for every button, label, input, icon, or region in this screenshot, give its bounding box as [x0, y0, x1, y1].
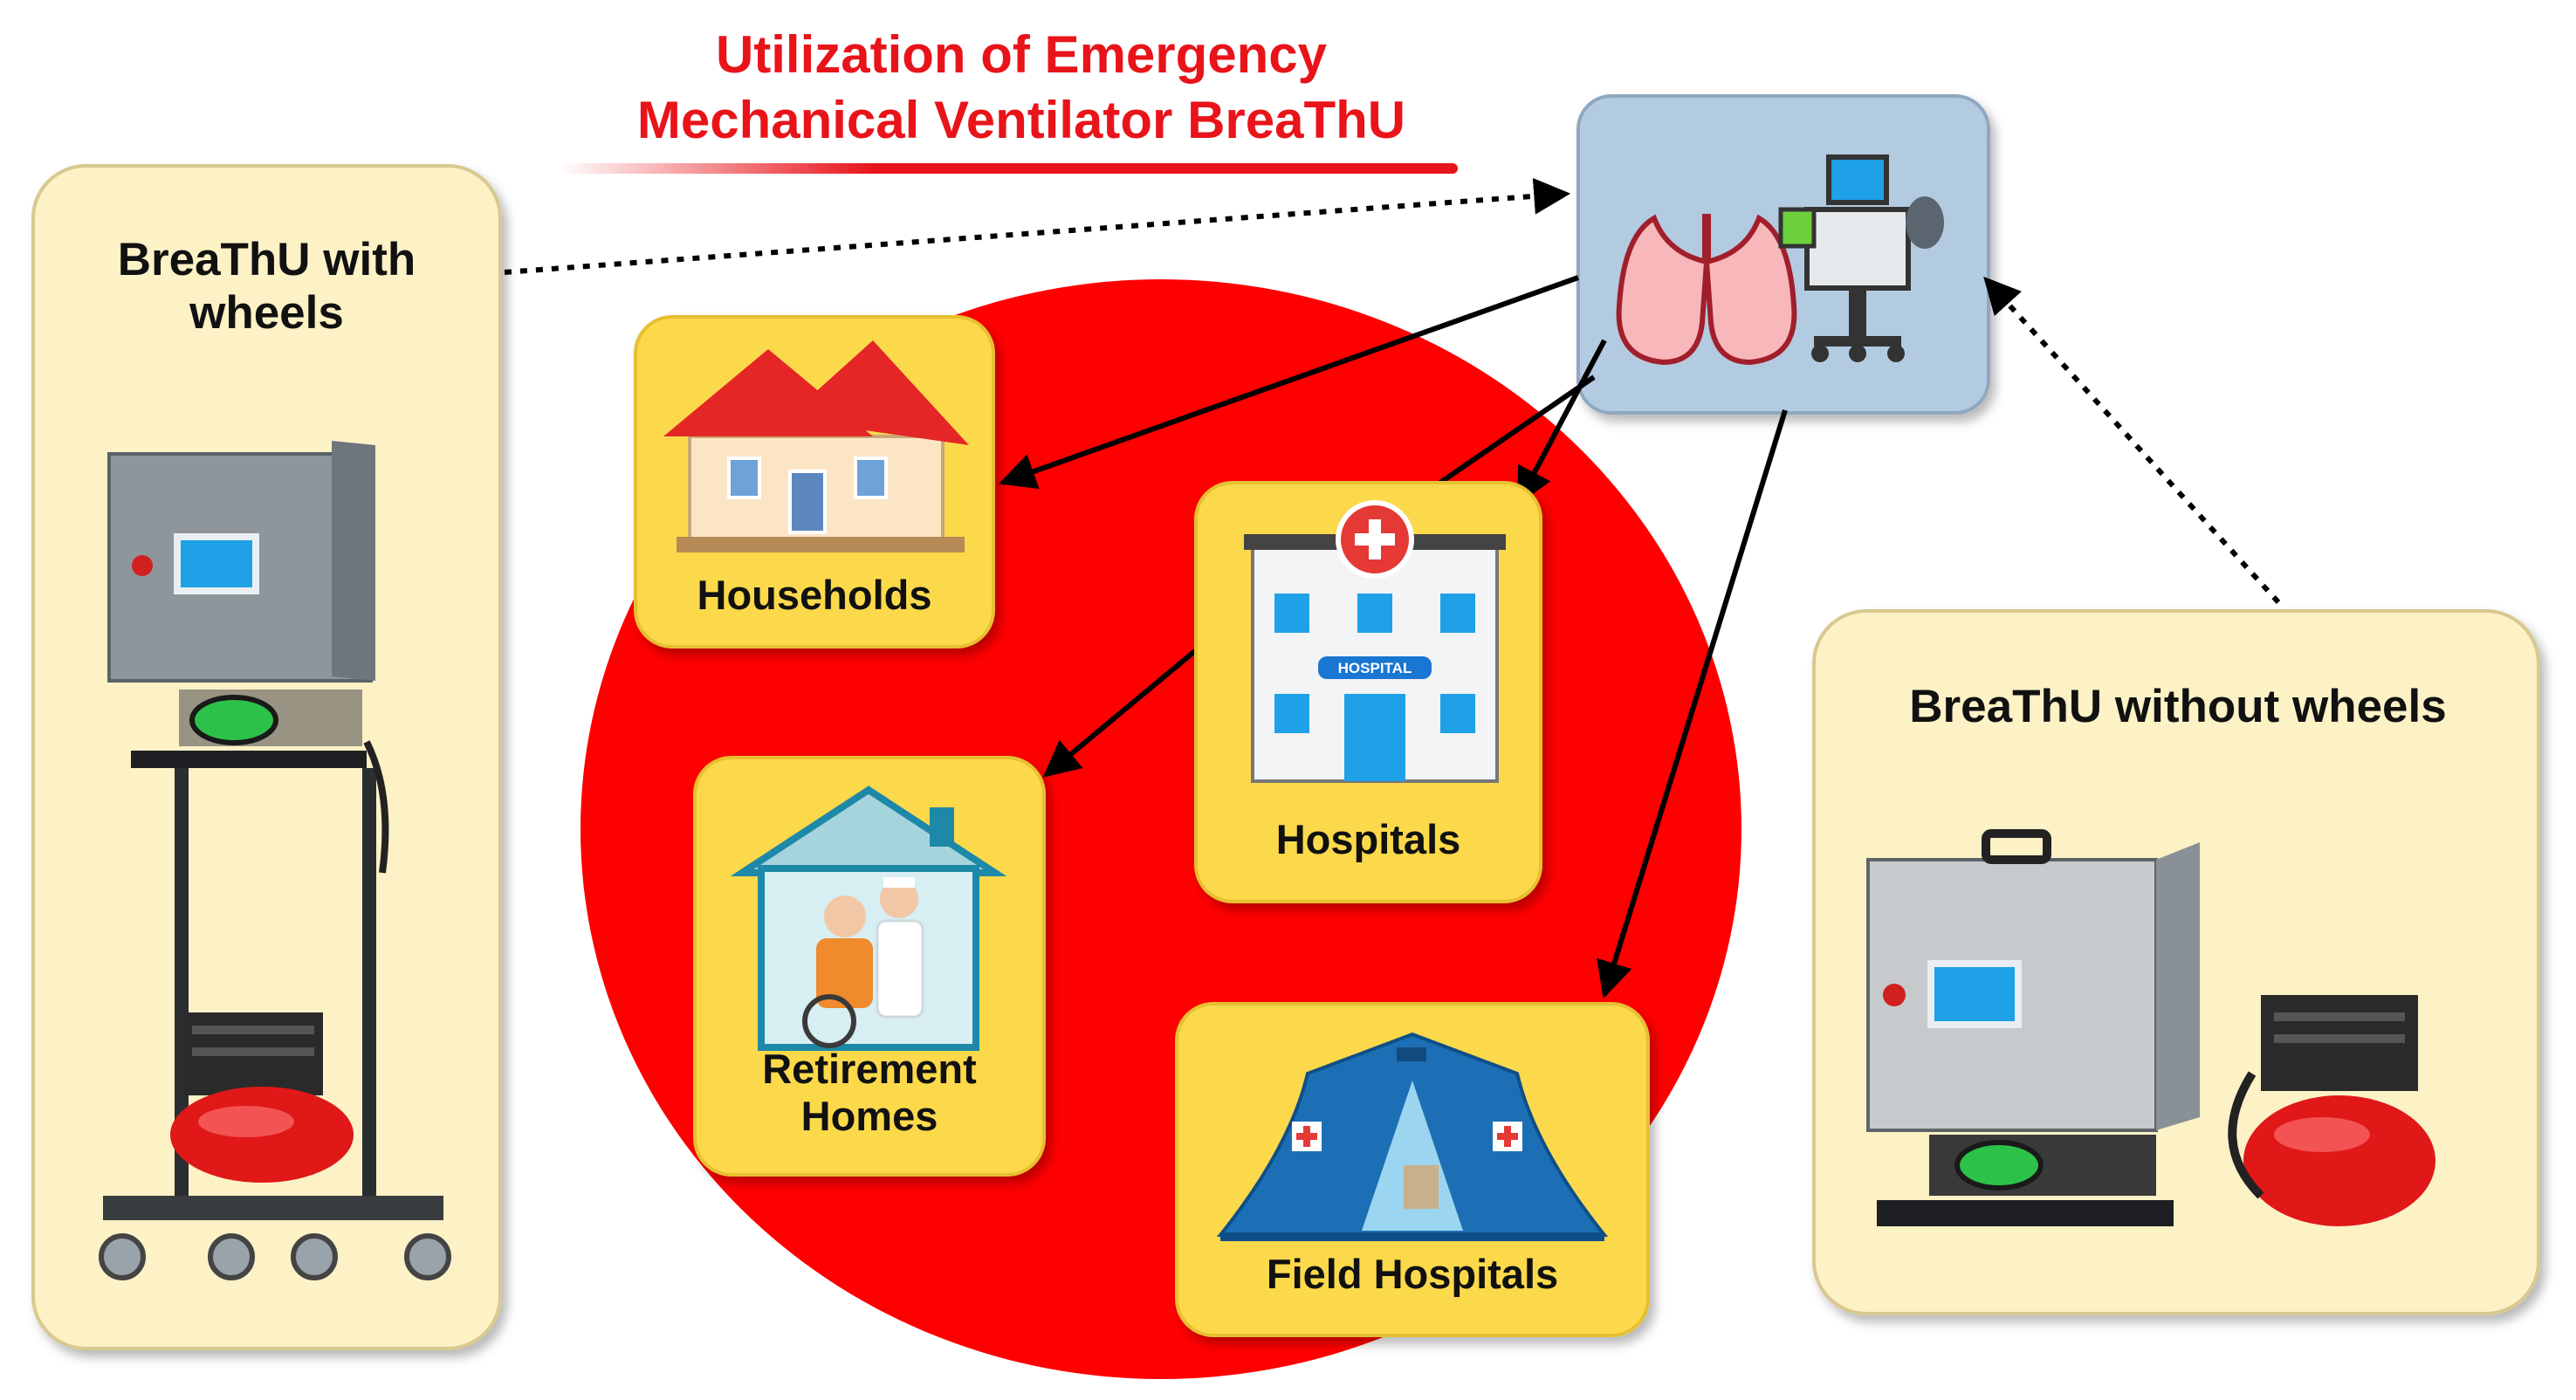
- house-icon: [663, 340, 969, 552]
- tent-icon: [1216, 1032, 1609, 1241]
- title-underline: [559, 163, 1458, 174]
- retirement-homes-label: Retirement Homes: [695, 1046, 1044, 1140]
- arrow-to-field-hospitals: [1597, 409, 1788, 999]
- field-hospitals-label: Field Hospitals: [1266, 1251, 1559, 1297]
- hospitals-label: Hospitals: [1275, 816, 1461, 862]
- dotted-arrow-left: [504, 177, 1571, 275]
- elderly-care-icon: [730, 786, 1007, 1051]
- arrow-to-households: [999, 275, 1580, 490]
- dotted-arrow-right: [1983, 276, 2281, 605]
- title-line-1: Utilization of Emergency: [715, 25, 1328, 84]
- with-wheels-label: BreaThU with wheels: [42, 234, 491, 340]
- title-line-2: Mechanical Ventilator BreaThU: [636, 91, 1406, 149]
- hospital-building-icon: HOSPITAL: [1244, 500, 1506, 783]
- with-wheels-label-line-1: BreaThU with: [117, 234, 416, 285]
- without-wheels-label: BreaThU without wheels: [1909, 681, 2447, 732]
- lungs-icon: [1616, 214, 1797, 366]
- with-wheels-label-line-2: wheels: [189, 286, 344, 339]
- retirement-label-line-1: Retirement: [762, 1046, 977, 1092]
- arrow-to-retirement-tail: [1042, 648, 1198, 778]
- ventilator-without-wheels-icon: [1866, 829, 2435, 1226]
- households-label: Households: [697, 572, 932, 618]
- ventilator-icon: [1778, 154, 1944, 362]
- retirement-label-line-2: Homes: [800, 1093, 938, 1140]
- arrow-to-hospitals: [1516, 339, 1607, 505]
- hospital-sign-text: HOSPITAL: [1338, 660, 1412, 676]
- ventilator-with-wheels-icon: [99, 441, 451, 1280]
